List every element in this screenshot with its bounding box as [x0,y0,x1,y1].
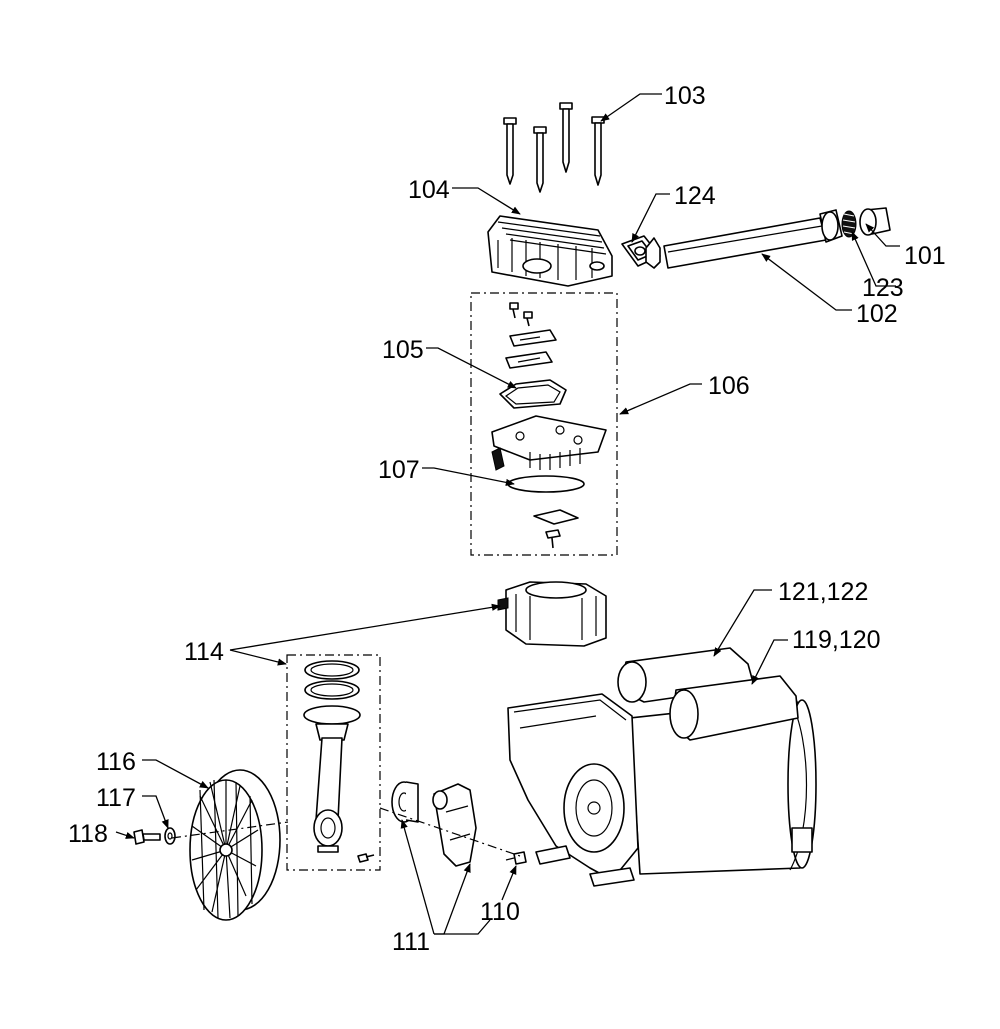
leader-lines [115,93,900,935]
bolt-118 [133,829,161,845]
head-bolts-103 [503,102,605,193]
label-123: 123 [862,274,904,302]
label-117: 117 [96,784,136,812]
label-119-120: 119,120 [792,626,881,654]
label-121-122: 121,122 [778,578,868,606]
filter-element-123 [841,210,857,238]
label-124: 124 [674,182,716,210]
filter-cap-101 [859,207,891,236]
label-105: 105 [382,336,424,364]
label-102: 102 [856,300,898,328]
screw-110 [505,851,527,865]
callout-labels: 101 102 103 104 105 106 107 110 111 114 … [68,82,946,956]
label-111: 111 [392,928,430,956]
cylinder-114 [497,581,607,647]
cylinder-head-104 [487,215,613,287]
label-110: 110 [480,898,520,926]
label-106: 106 [708,372,750,400]
fan-116 [189,769,281,921]
label-103: 103 [664,82,706,110]
counterweight-111 [432,783,477,867]
capacitor-121-122 [617,647,799,741]
label-101: 101 [904,242,946,270]
shaft-centerline [171,807,521,857]
washer-117 [164,827,176,845]
valve-plate-assembly-106 [470,292,618,556]
piston-rod-assembly [286,654,381,871]
label-104: 104 [408,176,450,204]
label-114: 114 [184,638,224,666]
label-116: 116 [96,748,136,776]
motor-119-120 [629,699,817,875]
intake-tube-102 [645,209,843,269]
label-118: 118 [68,820,108,848]
label-107: 107 [378,456,420,484]
crankcase [507,693,639,887]
eccentric-111 [391,781,419,823]
